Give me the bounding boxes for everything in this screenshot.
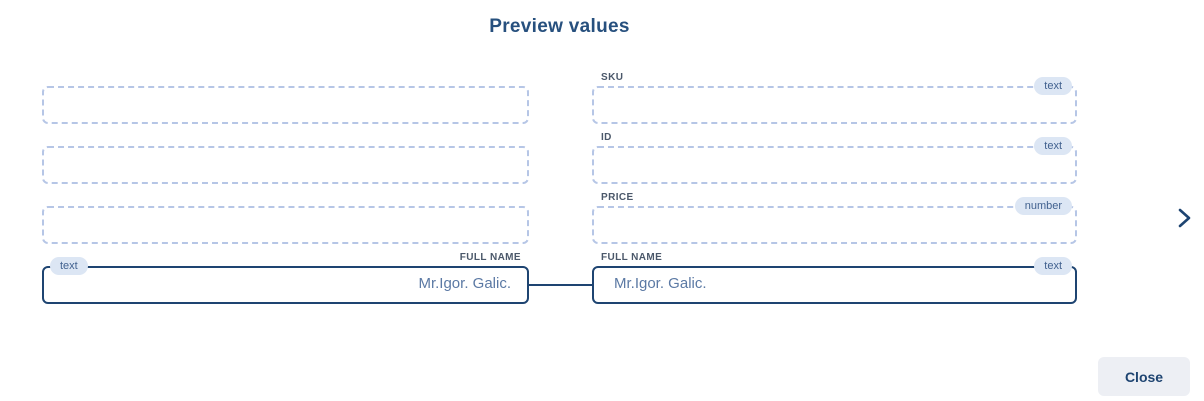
empty-field-box	[42, 86, 529, 124]
source-field-slot-2	[42, 146, 529, 184]
source-field-slot-1	[42, 86, 529, 124]
mapped-field-box: Mr.Igor. Galic.	[42, 266, 529, 304]
empty-field-box	[592, 86, 1077, 124]
close-button[interactable]: Close	[1098, 357, 1190, 396]
chevron-right-icon	[1176, 207, 1192, 229]
source-field-full-name: FULL NAME text Mr.Igor. Galic.	[42, 252, 529, 304]
field-label: ID	[601, 132, 612, 143]
field-label: FULL NAME	[459, 252, 521, 263]
field-label: FULL NAME	[601, 252, 663, 263]
field-value: Mr.Igor. Galic.	[418, 275, 511, 292]
source-fields-column: FULL NAME text Mr.Igor. Galic.	[42, 86, 529, 326]
target-field-sku: SKU text	[592, 72, 1077, 124]
field-value: Mr.Igor. Galic.	[614, 275, 707, 292]
empty-field-box	[592, 146, 1077, 184]
field-type-badge: number	[1014, 197, 1072, 215]
field-type-badge: text	[1034, 137, 1072, 155]
field-label: SKU	[601, 72, 624, 83]
field-type-badge: text	[50, 257, 88, 275]
field-type-badge: text	[1034, 257, 1072, 275]
mapped-field-box: Mr.Igor. Galic.	[592, 266, 1077, 304]
empty-field-box	[592, 206, 1077, 244]
target-field-full-name: FULL NAME text Mr.Igor. Galic.	[592, 252, 1077, 304]
next-record-button[interactable]	[1170, 204, 1198, 232]
empty-field-box	[42, 146, 529, 184]
target-field-id: ID text	[592, 132, 1077, 184]
target-fields-column: SKU text ID text PRICE number FULL NAME …	[592, 72, 1077, 326]
field-mapping-area: FULL NAME text Mr.Igor. Galic. SKU text …	[42, 72, 1077, 304]
empty-field-box	[42, 206, 529, 244]
mapping-connector-line	[529, 284, 592, 286]
field-type-badge: text	[1034, 77, 1072, 95]
target-field-price: PRICE number	[592, 192, 1077, 244]
field-label: PRICE	[601, 192, 634, 203]
modal-title: Preview values	[489, 16, 630, 37]
source-field-slot-3	[42, 206, 529, 244]
